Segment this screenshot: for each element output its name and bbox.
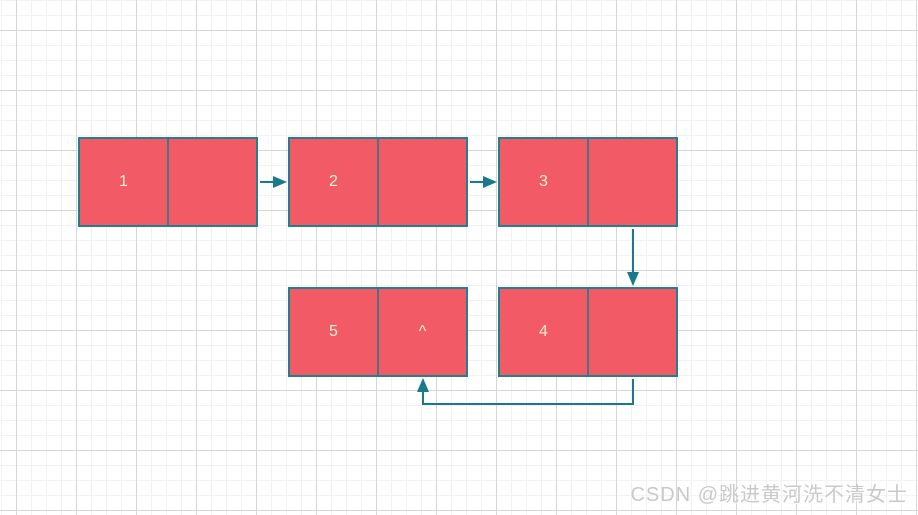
node-4: 4: [498, 287, 678, 377]
node-2-pointer-cell: [377, 139, 466, 225]
node-5-value: 5: [329, 323, 338, 340]
csdn-watermark: CSDN @跳进黄河洗不清女士: [630, 484, 908, 506]
node-1-pointer-cell: [167, 139, 256, 225]
node-5-value-cell: 5: [290, 289, 377, 375]
node-4-pointer-cell: [587, 289, 676, 375]
node-4-value: 4: [539, 323, 548, 340]
node-1-value-cell: 1: [80, 139, 167, 225]
node-1: 1: [78, 137, 258, 227]
node-3-value-cell: 3: [500, 139, 587, 225]
node-3-value: 3: [539, 173, 548, 190]
node-5-pointer: ^: [418, 323, 427, 340]
node-5-pointer-cell: ^: [377, 289, 466, 375]
node-2: 2: [288, 137, 468, 227]
node-1-value: 1: [119, 173, 128, 190]
node-2-value-cell: 2: [290, 139, 377, 225]
node-5: 5 ^: [288, 287, 468, 377]
node-3-pointer-cell: [587, 139, 676, 225]
node-4-value-cell: 4: [500, 289, 587, 375]
node-2-value: 2: [329, 173, 338, 190]
node-3: 3: [498, 137, 678, 227]
arrow-node4-to-node5: [417, 378, 634, 405]
